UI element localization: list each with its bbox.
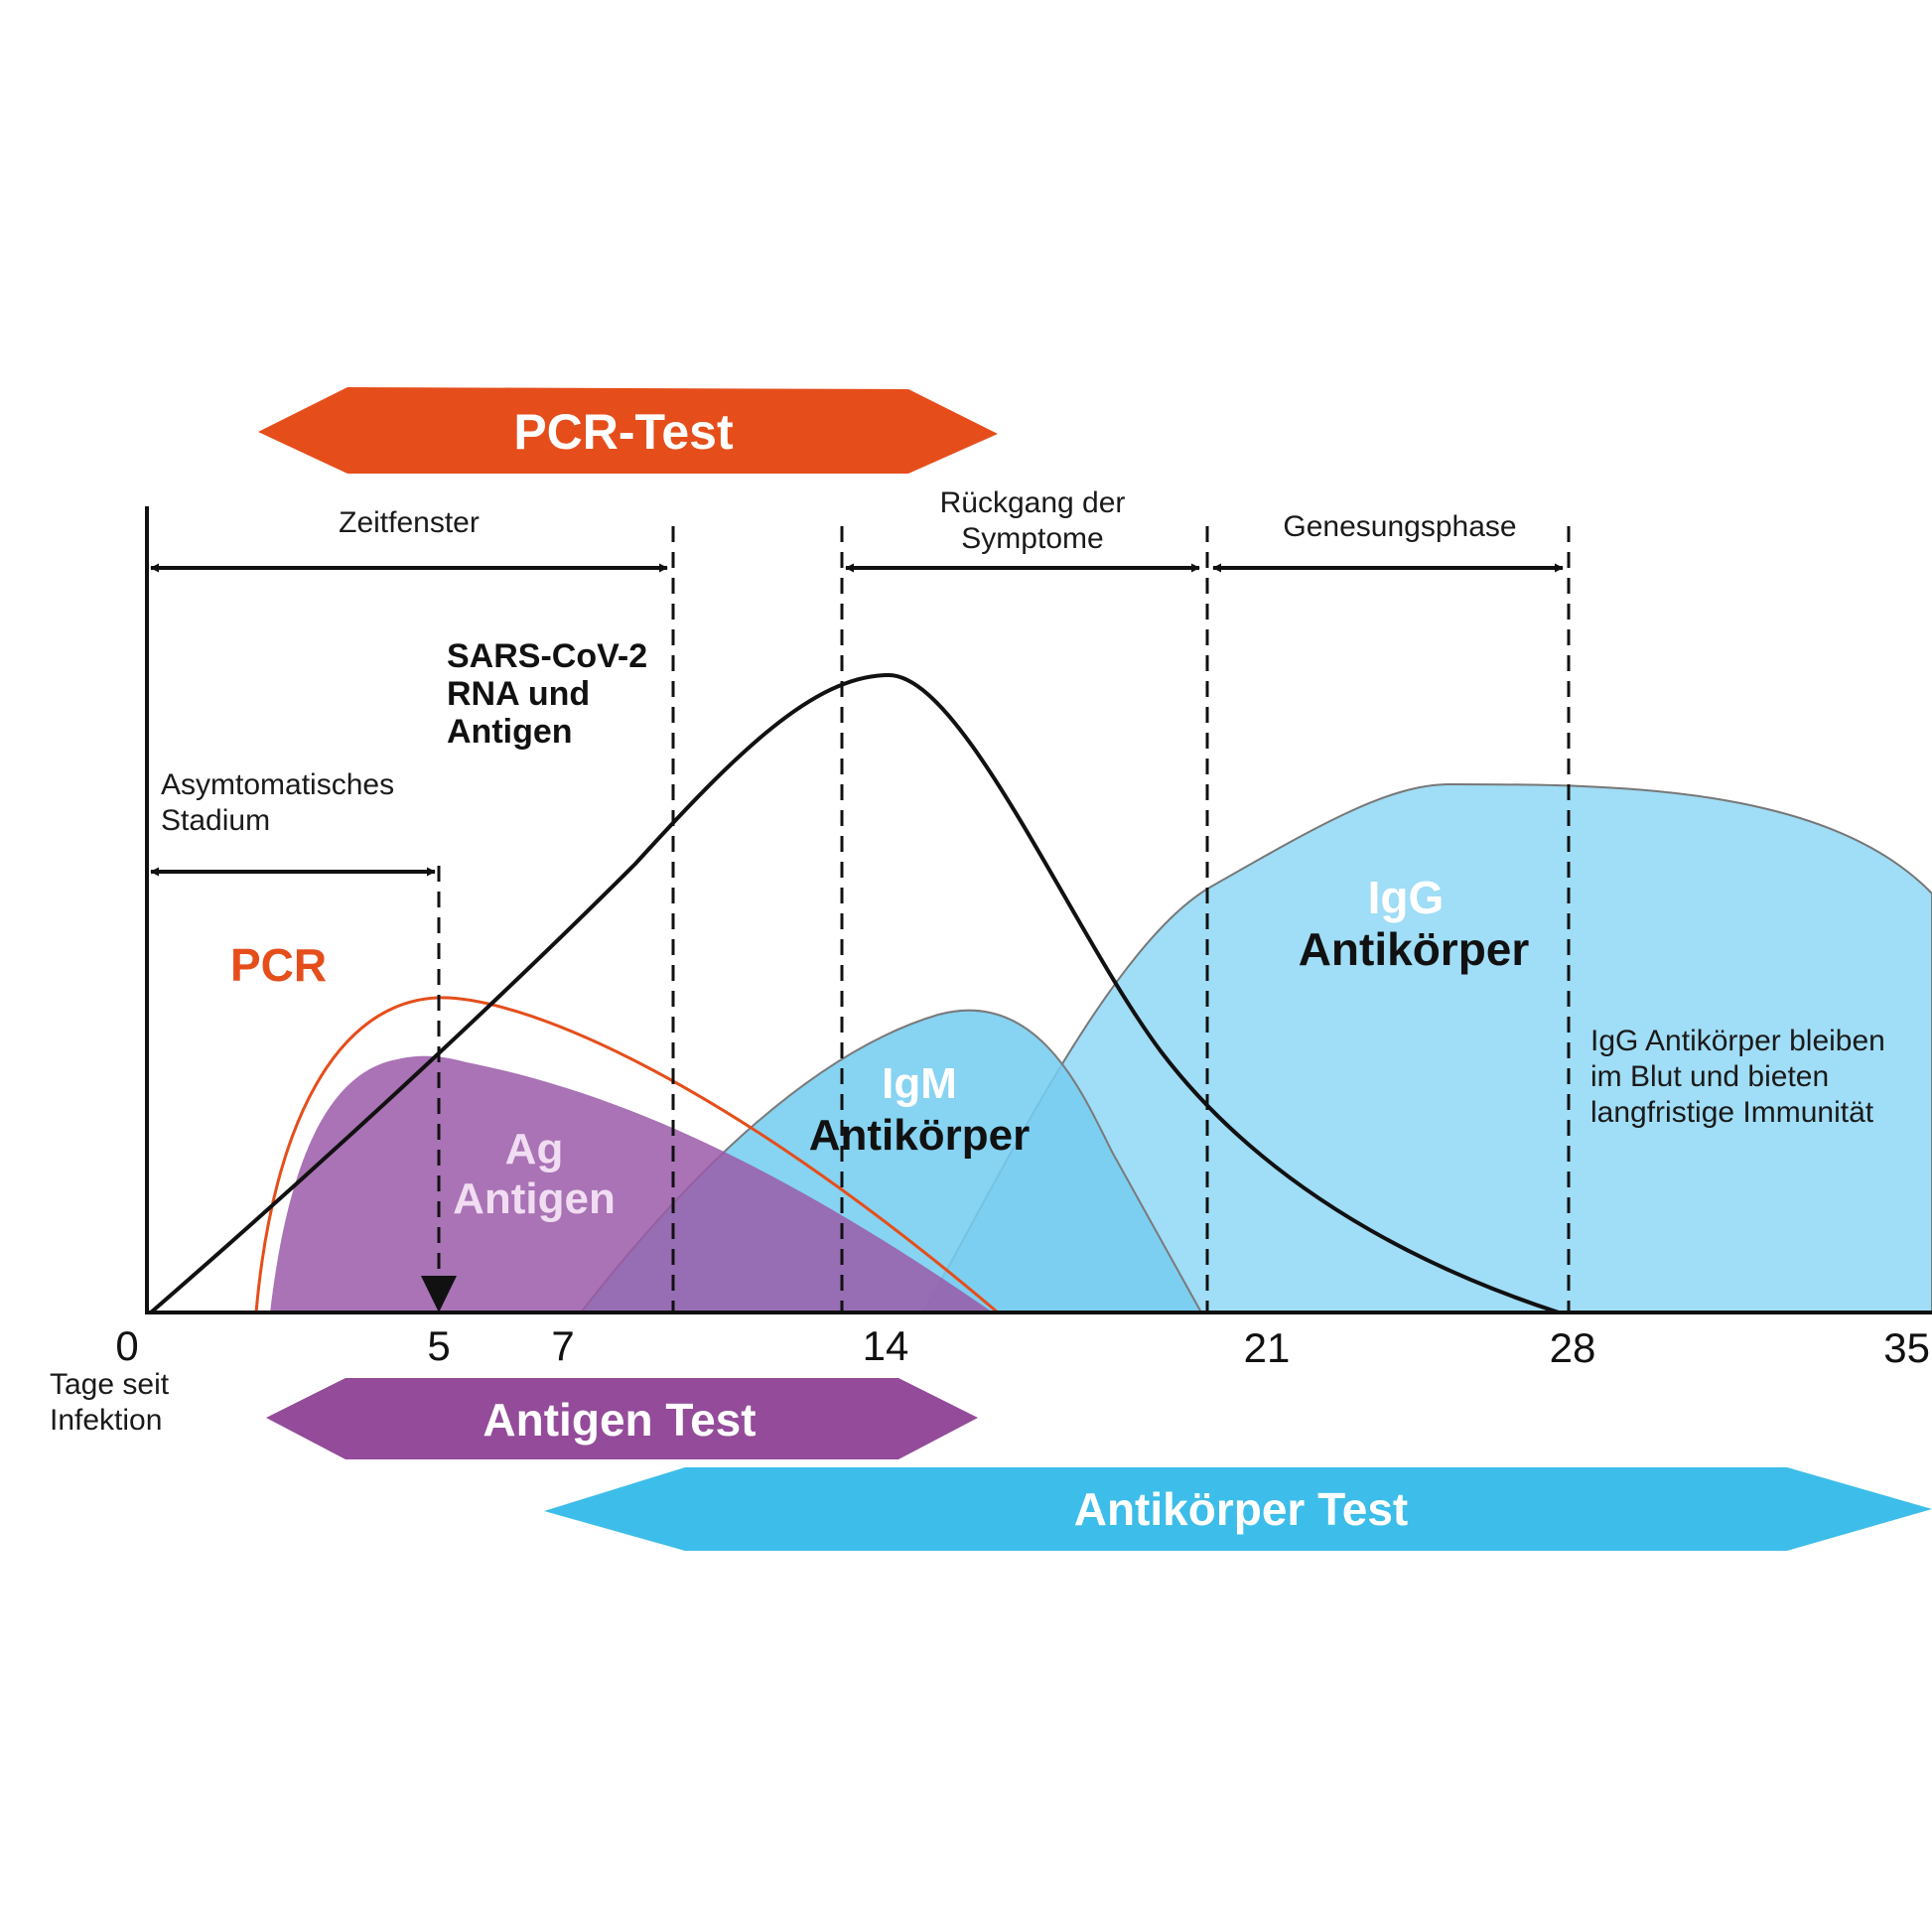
pcr-test-banner xyxy=(258,387,998,474)
pcr-curve xyxy=(254,996,999,1314)
sars-label-line1: SARS-CoV-2 xyxy=(447,637,647,675)
igg-note-line1: IgG Antikörper bleiben xyxy=(1590,1025,1885,1057)
ag-label-line1: Ag xyxy=(505,1125,564,1173)
antigen-area xyxy=(270,1055,993,1312)
tick-28: 28 xyxy=(1550,1324,1596,1371)
igm-label-line1: IgM xyxy=(882,1059,957,1108)
sars-label-line2: RNA und xyxy=(447,675,590,713)
pcr-test-banner-label: PCR-Test xyxy=(513,404,734,460)
igm-label-line2: Antikörper xyxy=(809,1111,1030,1160)
tick-0: 0 xyxy=(115,1322,138,1369)
viral-load-curve xyxy=(149,672,1560,1314)
tick-14: 14 xyxy=(863,1322,909,1369)
igg-note-line3: langfristige Immunität xyxy=(1590,1096,1874,1129)
tick-7: 7 xyxy=(551,1322,574,1369)
day5-arrow-head xyxy=(421,1276,457,1312)
window-label: Zeitfenster xyxy=(339,506,480,539)
asymptomatic-label-line1: Asymtomatisches xyxy=(161,768,394,801)
symptoms-label-line1: Rückgang der xyxy=(940,486,1126,519)
x-caption-line1: Tage seit xyxy=(50,1368,170,1401)
tick-35: 35 xyxy=(1883,1324,1930,1371)
igg-note-line2: im Blut und bieten xyxy=(1590,1060,1829,1093)
x-caption-line2: Infektion xyxy=(50,1404,162,1437)
ag-label-line2: Antigen xyxy=(453,1174,616,1223)
pcr-label: PCR xyxy=(230,939,327,991)
recovery-label: Genesungsphase xyxy=(1283,510,1516,543)
antigen-test-banner xyxy=(266,1378,978,1459)
tick-21: 21 xyxy=(1244,1324,1291,1371)
antigen-test-banner-label: Antigen Test xyxy=(483,1394,756,1446)
igg-label-line2: Antikörper xyxy=(1299,923,1530,975)
antibody-test-banner xyxy=(544,1467,1932,1551)
sars-label-line3: Antigen xyxy=(447,713,573,751)
igg-label-line1: IgG xyxy=(1368,872,1445,923)
asymptomatic-label-line2: Stadium xyxy=(161,804,270,837)
antibody-test-banner-label: Antikörper Test xyxy=(1074,1483,1409,1535)
symptoms-label-line2: Symptome xyxy=(961,522,1103,555)
tick-5: 5 xyxy=(427,1322,450,1369)
